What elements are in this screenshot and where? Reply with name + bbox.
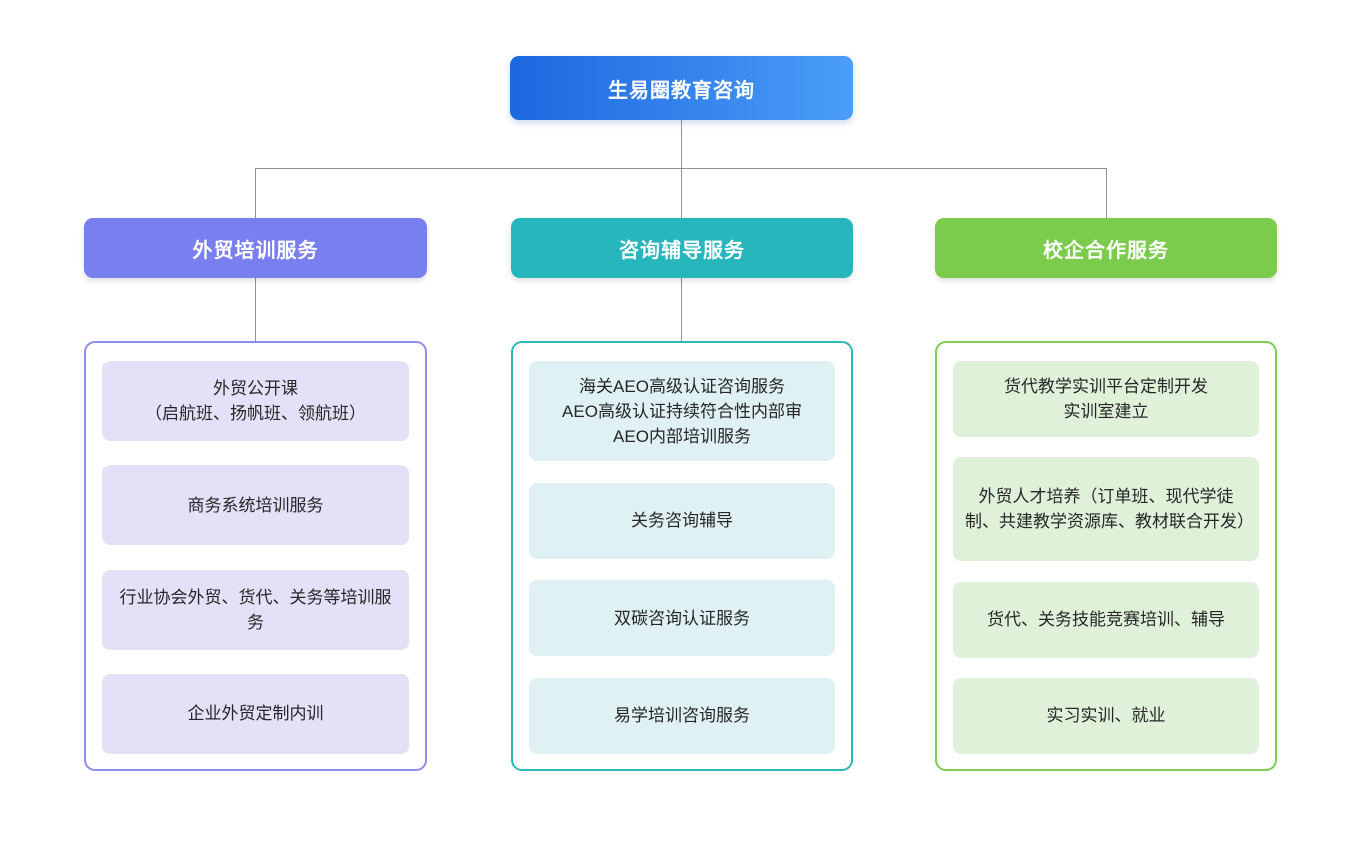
leaf-item: 货代教学实训平台定制开发 实训室建立: [953, 361, 1259, 437]
branch-box-school-enterprise-cooperation: 货代教学实训平台定制开发 实训室建立 外贸人才培养（订单班、现代学徒制、共建教学…: [935, 341, 1277, 771]
leaf-item-label: 外贸人才培养（订单班、现代学徒制、共建教学资源库、教材联合开发）: [965, 487, 1254, 532]
leaf-item-label: 实训室建立: [1063, 402, 1149, 421]
branch-header-foreign-trade-training: 外贸培训服务: [84, 218, 427, 278]
branch-header-school-enterprise-cooperation: 校企合作服务: [935, 218, 1277, 278]
leaf-item-label: 易学培训咨询服务: [614, 706, 750, 726]
leaf-item: 关务咨询辅导: [529, 482, 835, 559]
leaf-item-label: 货代教学实训平台定制开发: [1004, 377, 1208, 396]
branch-box-foreign-trade-training: 外贸公开课 （启航班、扬帆班、领航班） 商务系统培训服务 行业协会外贸、货代、关…: [84, 341, 427, 771]
leaf-item-label: 行业协会外贸、货代、关务等培训服务: [119, 587, 392, 632]
leaf-item: 企业外贸定制内训: [102, 673, 409, 754]
leaf-item: 行业协会外贸、货代、关务等培训服务: [102, 569, 409, 650]
leaf-item-label: 企业外贸定制内训: [187, 704, 324, 724]
connector-line: [1106, 168, 1107, 218]
root-node: 生易圈教育咨询: [510, 56, 853, 120]
leaf-item: 实习实训、就业: [953, 677, 1259, 754]
leaf-item: 双碳咨询认证服务: [529, 580, 835, 657]
leaf-item-label: 双碳咨询认证服务: [614, 608, 750, 628]
leaf-item-label: 海关AEO高级认证咨询服务: [579, 376, 785, 396]
leaf-item: 易学培训咨询服务: [529, 677, 835, 754]
branch-header-label: 咨询辅导服务: [619, 239, 745, 262]
leaf-item: 货代、关务技能竞赛培训、辅导: [953, 581, 1259, 658]
leaf-item-label: 关务咨询辅导: [631, 511, 733, 531]
connector-line: [681, 120, 682, 168]
leaf-item: 外贸公开课 （启航班、扬帆班、领航班）: [102, 361, 409, 441]
branch-header-label: 校企合作服务: [1043, 239, 1169, 262]
connector-line: [681, 278, 682, 341]
leaf-item-label: 货代、关务技能竞赛培训、辅导: [987, 610, 1225, 630]
leaf-item-label: AEO内部培训服务: [613, 426, 751, 446]
leaf-item: 外贸人才培养（订单班、现代学徒制、共建教学资源库、教材联合开发）: [953, 457, 1259, 562]
branch-header-label: 外贸培训服务: [192, 239, 319, 262]
branch-header-consulting-coaching: 咨询辅导服务: [511, 218, 853, 278]
leaf-item: 商务系统培训服务: [102, 465, 409, 546]
connector-line: [255, 168, 256, 218]
branch-box-consulting-coaching: 海关AEO高级认证咨询服务 AEO高级认证持续符合性内部审 AEO内部培训服务 …: [511, 341, 853, 771]
connector-line: [681, 168, 682, 218]
connector-line: [255, 278, 256, 341]
leaf-item-label: 实习实训、就业: [1046, 706, 1166, 726]
leaf-item-label: （启航班、扬帆班、领航班）: [145, 404, 366, 423]
leaf-item-label: AEO高级认证持续符合性内部审: [562, 401, 802, 421]
leaf-item-label: 外贸公开课: [213, 379, 298, 398]
connector-line: [255, 168, 1106, 169]
leaf-item-label: 商务系统培训服务: [187, 495, 324, 515]
leaf-item: 海关AEO高级认证咨询服务 AEO高级认证持续符合性内部审 AEO内部培训服务: [529, 361, 835, 461]
root-node-label: 生易圈教育咨询: [608, 79, 755, 102]
